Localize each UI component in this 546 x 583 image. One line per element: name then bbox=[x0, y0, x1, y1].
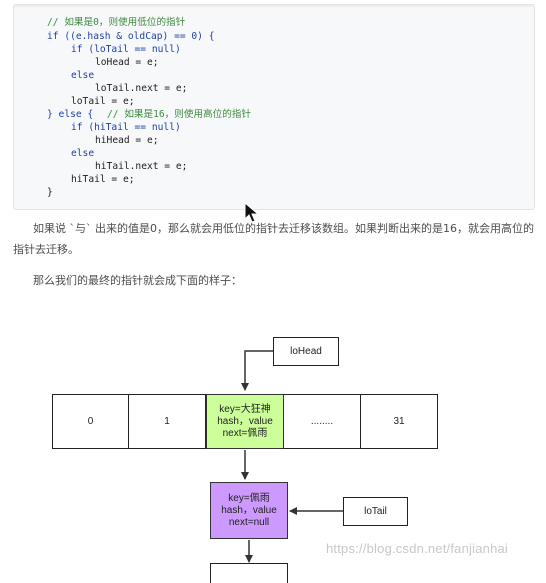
purple-node-key: key=佩雨 bbox=[228, 492, 270, 504]
code-comment-high: // 如果是16，则使用高位的指针 bbox=[107, 109, 252, 120]
lohead-label: loHead bbox=[290, 346, 322, 357]
code-lotail-next: loTail.next = e; bbox=[95, 83, 188, 94]
green-node-next: next=佩雨 bbox=[222, 427, 268, 439]
code-close-brace: } bbox=[47, 187, 53, 198]
watermark-url: https://blog.csdn.net/fanjianhai bbox=[326, 541, 509, 556]
code-if-hitail-null: if (hiTail == null) bbox=[71, 122, 181, 133]
code-else-low: else bbox=[71, 70, 95, 81]
code-hihead-assign: hiHead = e; bbox=[95, 135, 159, 146]
mouse-cursor-icon bbox=[244, 201, 260, 223]
array-cell-31-label: 31 bbox=[393, 416, 405, 427]
array-cell-1: 1 bbox=[128, 394, 206, 449]
code-hitail-assign: hiTail = e; bbox=[71, 174, 135, 185]
code-if-lotail-null: if (loTail == null) bbox=[71, 44, 181, 55]
code-else-open: } else { bbox=[47, 109, 94, 120]
lotail-label-box: loTail bbox=[343, 497, 408, 526]
purple-node-hash: hash，value bbox=[221, 504, 277, 516]
purple-node-peiyu: key=佩雨 hash，value next=null bbox=[210, 482, 288, 539]
purple-node-next: next=null bbox=[228, 516, 270, 528]
lohead-arrow bbox=[241, 350, 273, 391]
array-cell-ellipsis-label: ........ bbox=[310, 416, 334, 427]
lotail-label: loTail bbox=[364, 506, 387, 517]
code-block-top-rule bbox=[14, 5, 534, 7]
diagram-arrows bbox=[241, 350, 343, 563]
code-lohead-assign: loHead = e; bbox=[95, 57, 159, 68]
array-cell-0: 0 bbox=[52, 394, 129, 449]
explanation-paragraph: 如果说 `与` 出来的值是0，那么就会用低位的指针去迁移该数组。如果判断出来的是… bbox=[13, 222, 534, 256]
code-block: // 如果是0，则使用低位的指针 if ((e.hash & oldCap) =… bbox=[13, 4, 535, 210]
green-node-key: key=大狂神 bbox=[219, 403, 271, 415]
array-cell-31: 31 bbox=[360, 394, 438, 449]
summary-paragraph: 那么我们的最终的指针就会成下面的样子： bbox=[33, 274, 242, 287]
array-cell-1-label: 1 bbox=[164, 416, 170, 427]
green-node-hash: hash，value bbox=[217, 415, 273, 427]
green-node-dakuangshen: key=大狂神 hash，value next=佩雨 bbox=[206, 394, 284, 449]
array-cell-0-label: 0 bbox=[87, 416, 94, 427]
code-hitail-next: hiTail.next = e; bbox=[95, 161, 188, 172]
code-comment-low: // 如果是0，则使用低位的指针 bbox=[47, 17, 186, 28]
next-node-partial bbox=[210, 563, 288, 583]
lohead-label-box: loHead bbox=[273, 337, 339, 366]
code-if-hash: if ((e.hash & oldCap) == 0) { bbox=[47, 31, 215, 42]
code-else-high: else bbox=[71, 148, 95, 159]
code-lotail-assign: loTail = e; bbox=[71, 96, 135, 107]
array-cell-ellipsis: ........ bbox=[283, 394, 361, 449]
